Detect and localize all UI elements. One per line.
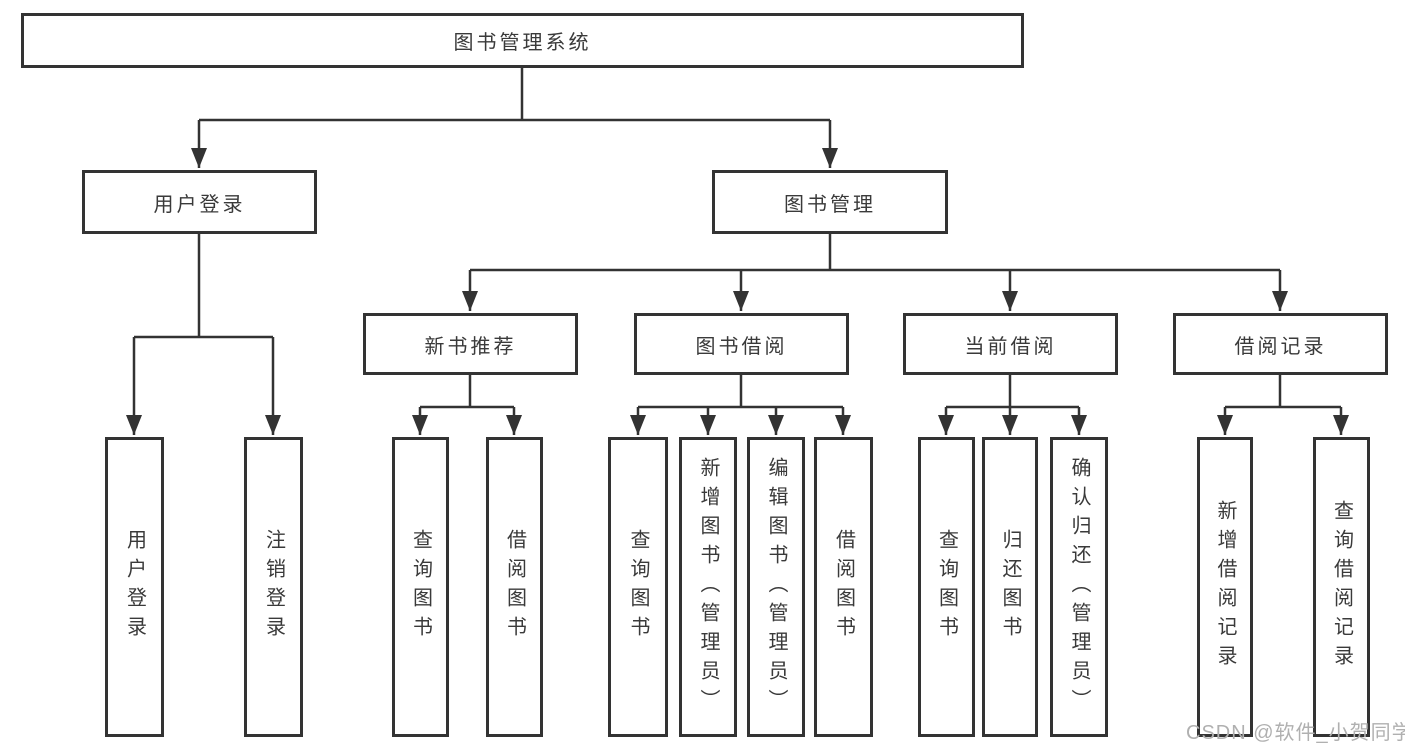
node-book-borrow: 图书借阅 <box>634 313 849 375</box>
leaf-nbr-borrow-books: 借阅图书 <box>486 437 543 737</box>
node-borrow-records: 借阅记录 <box>1173 313 1388 375</box>
leaf-user-login: 用户登录 <box>105 437 164 737</box>
node-borrow-records-label: 借阅记录 <box>1234 335 1327 358</box>
leaf-bb-query-books-label: 查询图书 <box>627 529 649 645</box>
leaf-br-query-record: 查询借阅记录 <box>1313 437 1370 737</box>
leaf-bb-borrow-books-label: 借阅图书 <box>832 529 855 645</box>
leaf-bb-edit-books-admin: 编辑图书（管理员） <box>747 437 805 737</box>
node-book-mgmt: 图书管理 <box>712 170 948 234</box>
watermark-text: CSDN @软件_小贺同学 <box>1186 722 1405 744</box>
leaf-bb-add-books-admin: 新增图书（管理员） <box>679 437 737 737</box>
node-user-login: 用户登录 <box>82 170 317 234</box>
leaf-br-add-record: 新增借阅记录 <box>1197 437 1253 737</box>
leaf-cb-return-books: 归还图书 <box>982 437 1038 737</box>
node-new-book-rec-label: 新书推荐 <box>424 335 517 358</box>
leaf-user-login-label: 用户登录 <box>123 529 146 645</box>
node-current-borrow-label: 当前借阅 <box>964 335 1057 358</box>
leaf-nbr-query-books: 查询图书 <box>392 437 449 737</box>
leaf-cb-query-books-label: 查询图书 <box>935 529 958 645</box>
leaf-cb-confirm-return-admin: 确认归还（管理员） <box>1050 437 1108 737</box>
leaf-cb-return-books-label: 归还图书 <box>999 529 1021 645</box>
node-book-borrow-label: 图书借阅 <box>695 335 788 358</box>
leaf-cb-confirm-return-admin-label: 确认归还（管理员） <box>1068 456 1090 718</box>
node-root: 图书管理系统 <box>21 13 1024 68</box>
leaf-logout: 注销登录 <box>244 437 303 737</box>
leaf-bb-borrow-books: 借阅图书 <box>814 437 873 737</box>
node-current-borrow: 当前借阅 <box>903 313 1118 375</box>
node-root-label: 图书管理系统 <box>453 32 592 54</box>
leaf-bb-edit-books-admin-label: 编辑图书（管理员） <box>765 456 787 718</box>
leaf-br-query-record-label: 查询借阅记录 <box>1330 500 1353 674</box>
node-book-mgmt-label: 图书管理 <box>784 193 876 216</box>
leaf-nbr-query-books-label: 查询图书 <box>409 529 432 645</box>
leaf-logout-label: 注销登录 <box>262 529 285 645</box>
leaf-cb-query-books: 查询图书 <box>918 437 975 737</box>
node-new-book-rec: 新书推荐 <box>363 313 578 375</box>
leaf-br-add-record-label: 新增借阅记录 <box>1214 500 1236 674</box>
leaf-nbr-borrow-books-label: 借阅图书 <box>503 529 526 645</box>
node-user-login-label: 用户登录 <box>153 193 246 216</box>
leaf-bb-add-books-admin-label: 新增图书（管理员） <box>697 456 719 718</box>
leaf-bb-query-books: 查询图书 <box>608 437 668 737</box>
